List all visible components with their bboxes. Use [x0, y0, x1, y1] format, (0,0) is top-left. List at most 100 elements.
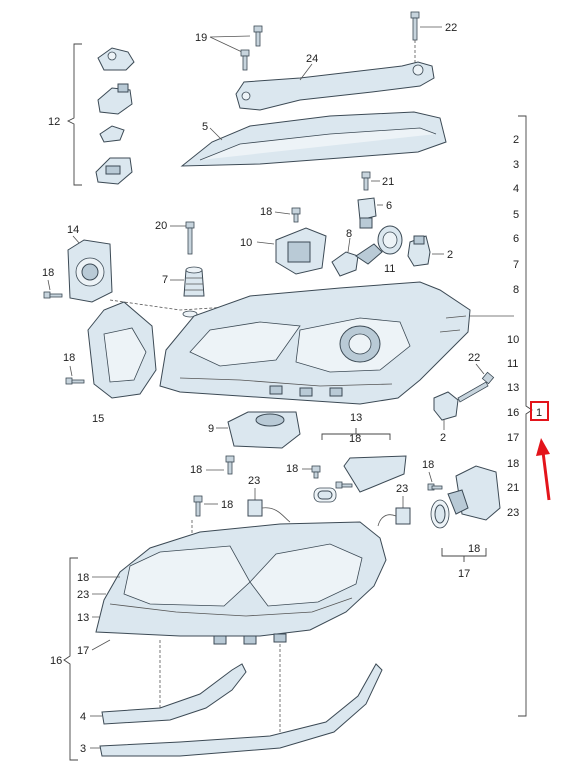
clip-part-12a[interactable] [97, 47, 135, 71]
connector-23-b[interactable] [377, 507, 411, 527]
support-bracket-24[interactable] [235, 61, 435, 111]
clip-part-12c[interactable] [99, 125, 125, 143]
right-list-item-0: 2 [513, 134, 519, 146]
label-15: 15 [92, 413, 104, 425]
mount-bracket-15[interactable] [87, 301, 157, 399]
label-24: 24 [306, 53, 318, 65]
bulb-holder-2-a[interactable] [407, 235, 431, 267]
label-2-b: 2 [440, 432, 446, 444]
label-7: 7 [162, 274, 168, 286]
red-arrow-icon [536, 438, 551, 501]
screw-20[interactable] [185, 221, 195, 255]
screw-18-b[interactable] [43, 291, 63, 299]
headlight-lower-assembly[interactable] [95, 521, 387, 645]
control-unit-9[interactable] [227, 411, 301, 449]
screw-22-top[interactable] [410, 11, 420, 41]
screw-18-h[interactable] [427, 483, 443, 491]
screw-18-e[interactable] [311, 465, 321, 479]
right-list-item-3: 5 [513, 209, 519, 221]
label-6: 6 [386, 200, 392, 212]
screw-18-c[interactable] [65, 377, 85, 385]
label-3: 3 [80, 743, 86, 755]
bracket-right-list [518, 115, 533, 717]
right-list-item-12: 17 [507, 432, 519, 444]
bracket-12 [66, 43, 82, 186]
label-20: 20 [155, 220, 167, 232]
connector-23-a[interactable] [247, 499, 291, 523]
bulb-holder-2-b[interactable] [433, 391, 459, 421]
trim-strip-3[interactable] [99, 663, 383, 757]
label-9: 9 [208, 423, 214, 435]
label-13: 13 [350, 412, 362, 424]
screw-19b[interactable] [240, 49, 250, 71]
label-18-a: 18 [260, 206, 272, 218]
right-list-item-6: 8 [513, 284, 519, 296]
right-list-item-10: 16 [507, 407, 519, 419]
label-4: 4 [80, 711, 86, 723]
label-5: 5 [202, 121, 208, 133]
label-23-a: 23 [248, 475, 260, 487]
left-group-item-0: 18 [77, 572, 89, 584]
right-list-item-4: 6 [513, 233, 519, 245]
trim-strip-4[interactable] [101, 663, 247, 725]
right-list-item-2: 4 [513, 183, 519, 195]
screw-18-g[interactable] [335, 481, 353, 489]
label-16: 16 [50, 655, 62, 667]
label-8: 8 [346, 228, 352, 240]
grommet-7[interactable] [183, 266, 205, 297]
right-list-item-11: 1 [536, 407, 542, 419]
led-module-17[interactable] [447, 465, 501, 521]
washer-7 [182, 310, 198, 318]
label-2-a: 2 [447, 249, 453, 261]
led-module-10[interactable] [275, 227, 327, 275]
right-list-item-13: 18 [507, 458, 519, 470]
label-18-f: 18 [190, 464, 202, 476]
label-19: 19 [195, 32, 207, 44]
label-23-b: 23 [396, 483, 408, 495]
right-list-item-15: 23 [507, 507, 519, 519]
bracket-16 [63, 557, 78, 761]
headlight-housing[interactable] [159, 281, 471, 405]
right-list-item-1: 3 [513, 159, 519, 171]
bulb-8[interactable] [331, 243, 383, 277]
right-list-item-5: 7 [513, 259, 519, 271]
screw-22-mid[interactable] [457, 371, 495, 403]
screw-18-j[interactable] [193, 495, 203, 517]
label-12: 12 [48, 116, 60, 128]
cap-11[interactable] [377, 225, 403, 255]
label-18-b: 18 [42, 267, 54, 279]
clip-part-12b[interactable] [97, 83, 133, 115]
seal-ring-b[interactable] [430, 499, 450, 529]
clip-part-12d[interactable] [95, 157, 133, 185]
right-list-item-9: 13 [507, 382, 519, 394]
trim-strip-5[interactable] [180, 111, 447, 167]
screw-19a[interactable] [253, 25, 263, 47]
label-17: 17 [458, 568, 470, 580]
right-list-item-7: 10 [507, 334, 519, 346]
label-22-mid: 22 [468, 352, 480, 364]
screw-18-a[interactable] [291, 207, 301, 223]
left-group-item-3: 17 [77, 645, 89, 657]
label-21: 21 [382, 176, 394, 188]
label-11: 11 [384, 263, 395, 275]
right-list-item-8: 11 [507, 358, 518, 370]
label-10: 10 [240, 237, 252, 249]
highlight-box [530, 401, 549, 421]
seal-ring-a[interactable] [313, 487, 337, 503]
label-18-d: 18 [349, 433, 361, 445]
label-18-j: 18 [221, 499, 233, 511]
label-18-h: 18 [422, 459, 434, 471]
left-group-item-1: 23 [77, 589, 89, 601]
label-14: 14 [67, 224, 79, 236]
label-22-top: 22 [445, 22, 457, 34]
label-18-c: 18 [63, 352, 75, 364]
left-group-item-2: 13 [77, 612, 89, 624]
label-18-e: 18 [286, 463, 298, 475]
socket-6[interactable] [357, 197, 377, 229]
cover-13[interactable] [343, 455, 407, 493]
mount-bracket-14[interactable] [67, 239, 113, 303]
right-list-item-14: 21 [507, 482, 519, 494]
screw-18-f[interactable] [225, 455, 235, 475]
screw-21[interactable] [361, 171, 371, 191]
